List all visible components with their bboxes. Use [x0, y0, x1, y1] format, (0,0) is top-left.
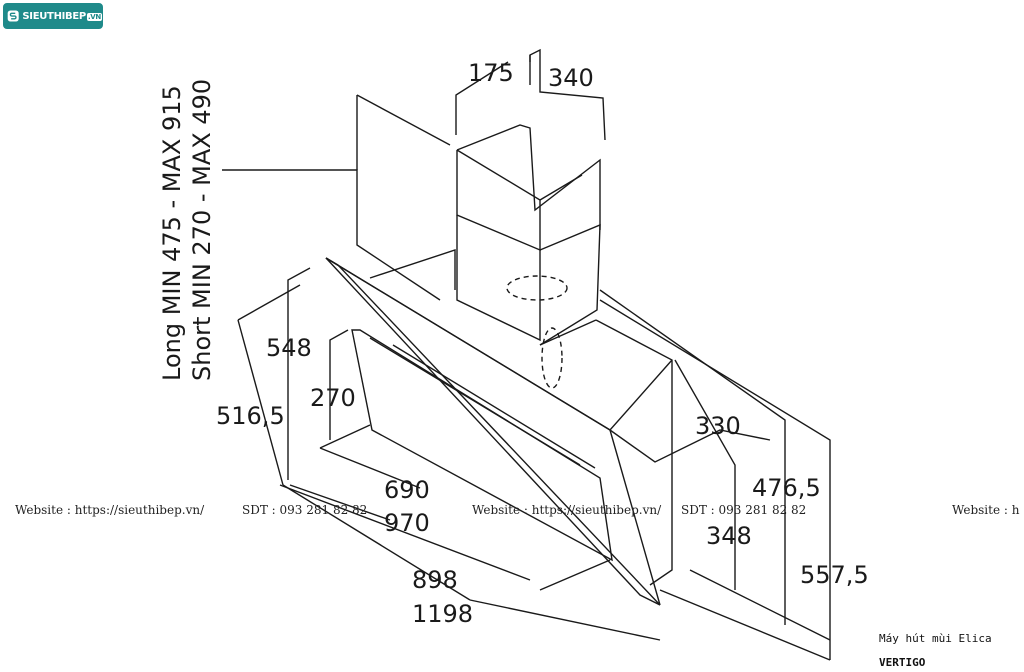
logo-text: SIEUTHIBEP.VN: [22, 10, 102, 22]
dim-970-line: [289, 484, 391, 521]
product-name: Máy hút mùi Elica: [879, 632, 992, 645]
chimney-lower-right: [539, 223, 601, 346]
telescopic-bracket: [222, 169, 441, 301]
dim-557-line: [599, 299, 831, 660]
watermark-phone-2: SDT : 093 281 82 82: [681, 503, 807, 517]
watermark-website-2: Website : https://sieuthibep.vn/: [472, 503, 662, 517]
dim-516-tick: [237, 284, 301, 321]
dim-330: 330: [695, 412, 741, 440]
dim-690: 690: [384, 476, 430, 504]
dim-476-line: [599, 289, 786, 625]
dim-548: 548: [266, 334, 312, 362]
dim-348: 348: [706, 522, 752, 550]
watermark-phone-1: SDT : 093 281 82 82: [242, 503, 368, 517]
watermark-website-1: Website : https://sieuthibep.vn/: [15, 503, 205, 517]
dim-bottom-line: [689, 569, 831, 641]
telescopic-diag: [356, 94, 451, 146]
dim-1198-line: [469, 599, 661, 641]
canopy-body: [539, 319, 597, 346]
dim-690-line: [319, 424, 371, 449]
s-shield-icon: [7, 10, 19, 22]
dim-898: 898: [412, 566, 458, 594]
glass-panel-inner-line2: [392, 344, 596, 469]
dim-1198-ext: [282, 484, 471, 601]
dim-270: 270: [310, 384, 356, 412]
glass-panel-inner-line: [369, 337, 581, 466]
dim-690-ext: [319, 447, 421, 489]
chimney-lower: [456, 215, 541, 342]
dim-898-end: [539, 559, 611, 591]
dim-548-line: [287, 267, 311, 480]
dim-340: 340: [548, 64, 594, 92]
chimney-upper-front: [456, 149, 541, 252]
canopy-side: [595, 319, 673, 586]
dim-476-5: 476,5: [752, 474, 821, 502]
logo-suffix: .VN: [86, 12, 102, 21]
dim-348-line: [674, 359, 736, 590]
canopy-back: [369, 249, 456, 290]
product-model: VERTIGO: [879, 656, 926, 669]
glass-panel-inner: [351, 329, 613, 562]
label-short-range: Short MIN 270 - MAX 490: [188, 78, 216, 381]
dim-516-line: [237, 319, 284, 486]
dim-270-line: [329, 329, 349, 440]
dim-557-5: 557,5: [800, 561, 869, 589]
chimney-upper-right: [539, 174, 583, 201]
dim-175: 175: [468, 59, 514, 87]
dim-970: 970: [384, 509, 430, 537]
watermark-website-3: Website : h: [952, 503, 1020, 517]
air-outlet-bottom: [541, 327, 563, 389]
dim-330-line: [609, 429, 771, 463]
brand-logo[interactable]: SIEUTHIBEP.VN: [3, 3, 103, 29]
air-outlet-top: [506, 275, 568, 301]
canopy-top-edge: [325, 257, 673, 431]
dim-bottom-line2: [659, 589, 831, 661]
dim-898-line: [279, 484, 531, 581]
chimney-upper: [456, 124, 601, 230]
chimney-width-marker: [455, 61, 509, 135]
dim-516-5: 516,5: [216, 402, 285, 430]
label-long-range: Long MIN 475 - MAX 915: [158, 85, 186, 381]
dim-1198: 1198: [412, 600, 474, 628]
